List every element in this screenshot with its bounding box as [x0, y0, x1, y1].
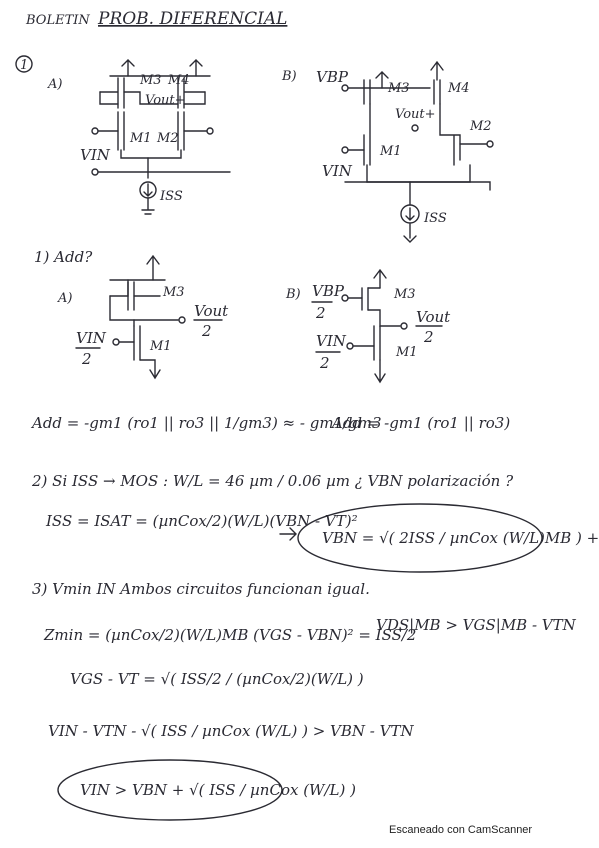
- problem-number-circle: 1: [15, 55, 33, 73]
- final-highlight-ellipse: [57, 759, 283, 821]
- header-title-right: PROB. DIFERENCIAL: [97, 9, 287, 29]
- svg-text:1: 1: [20, 58, 28, 73]
- svg-text:Vout: Vout: [416, 308, 451, 326]
- eq-final: VIN > VBN + √( ISS / µnCox (W/L) ): [80, 781, 356, 799]
- half-circuit-a: A) M3 Vout 2 M1 VIN 2: [57, 254, 229, 380]
- circuit-b-diagram: B) VBP M3 M4 Vout+ M1 M2 VIN ISS: [281, 60, 494, 243]
- svg-text:VBP: VBP: [312, 282, 345, 300]
- section2-line1: 2) Si ISS → MOS : W/L = 46 µm / 0.06 µm …: [31, 472, 514, 490]
- eq-iss: ISS = ISAT = (µnCox/2)(W/L)(VBN - VT)²: [45, 512, 358, 530]
- svg-text:2: 2: [81, 350, 92, 368]
- svg-text:M1: M1: [149, 339, 172, 354]
- vbn-highlight-ellipse: [297, 503, 543, 573]
- svg-text:ISS: ISS: [159, 189, 183, 204]
- svg-text:2: 2: [201, 322, 212, 340]
- svg-text:2: 2: [315, 304, 326, 322]
- svg-text:M2: M2: [156, 131, 179, 146]
- eq-vbn: VBN = √( 2ISS / µnCox (W/L)MB ) + VT: [322, 529, 599, 547]
- svg-text:M3: M3: [162, 285, 185, 300]
- header-title-left: BOLETIN: [25, 13, 90, 28]
- section3-title: 3) Vmin IN Ambos circuitos funcionan igu…: [32, 580, 370, 598]
- eq-vds: VDS|MB > VGS|MB - VTN: [376, 616, 577, 634]
- circuit-a-diagram: A) M3 M4 Vout+ M1 M2 VIN ISS: [47, 59, 231, 215]
- eq-add-b: Add = -gm1 (ro1 || ro3): [330, 414, 510, 432]
- svg-text:VBP: VBP: [316, 68, 349, 86]
- svg-text:M1: M1: [379, 144, 402, 159]
- svg-text:A): A): [57, 291, 72, 306]
- svg-text:M3: M3: [139, 73, 162, 88]
- section1-title: 1) Add?: [34, 248, 93, 266]
- eq-add-a: Add = -gm1 (ro1 || ro3 || 1/gm3) ≈ - gm1…: [30, 414, 382, 432]
- svg-text:M2: M2: [469, 119, 492, 134]
- svg-text:B): B): [281, 69, 297, 84]
- scanner-watermark: Escaneado con CamScanner: [389, 824, 533, 836]
- svg-text:M3: M3: [393, 287, 416, 302]
- svg-text:M4: M4: [447, 81, 470, 96]
- arrow-to-vbn: [279, 527, 297, 541]
- svg-text:VIN: VIN: [316, 332, 347, 350]
- half-circuit-b: B) VBP 2 M3 Vout 2 M1 VIN 2: [285, 268, 451, 384]
- eq-vgs: VGS - VT = √( ISS/2 / (µnCox/2)(W/L) ): [70, 670, 364, 688]
- svg-text:M1: M1: [129, 131, 152, 146]
- svg-text:B): B): [285, 287, 301, 302]
- eq-ineq: VIN - VTN - √( ISS / µnCox (W/L) ) > VBN…: [48, 722, 414, 740]
- svg-text:2: 2: [319, 354, 330, 372]
- svg-text:VIN: VIN: [322, 162, 353, 180]
- svg-text:Vout+: Vout+: [395, 107, 436, 122]
- svg-text:Vout: Vout: [194, 302, 229, 320]
- svg-text:ISS: ISS: [423, 211, 447, 226]
- svg-text:VIN: VIN: [76, 329, 107, 347]
- svg-text:M3: M3: [387, 81, 410, 96]
- svg-text:M4: M4: [167, 73, 190, 88]
- svg-text:M1: M1: [395, 345, 418, 360]
- svg-text:A): A): [47, 77, 62, 92]
- svg-text:2: 2: [423, 328, 434, 346]
- svg-text:Vout+: Vout+: [145, 93, 186, 108]
- svg-text:VIN: VIN: [80, 146, 111, 164]
- eq-zmin: Zmin = (µnCox/2)(W/L)MB (VGS - VBN)² = I…: [43, 626, 416, 644]
